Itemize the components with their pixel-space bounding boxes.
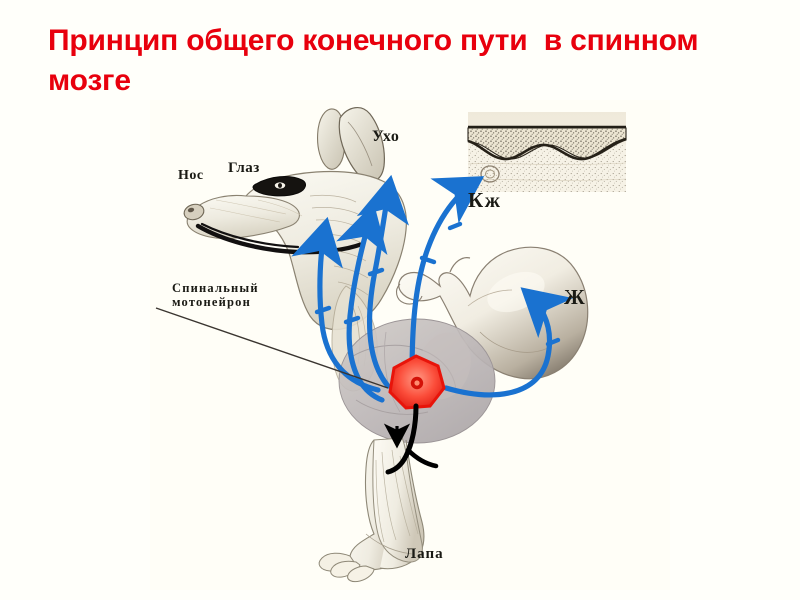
skin-section-illustration <box>467 112 627 192</box>
label-paw: Лапа <box>405 546 444 562</box>
paw-illustration <box>318 437 425 583</box>
pathway-stomach <box>443 287 574 398</box>
diagram-canvas <box>155 107 627 583</box>
pathway-eye <box>336 202 388 403</box>
pathway-nodes <box>314 221 561 347</box>
pathway-ear <box>356 174 410 389</box>
page-title: Принцип общего конечного пути в спинном … <box>48 24 707 97</box>
label-ear: Ухо <box>372 128 400 145</box>
pathway-nose <box>291 216 381 393</box>
label-stomach: Ж <box>564 285 586 309</box>
label-nose: Нос <box>178 168 204 183</box>
efferent-axon <box>383 403 439 475</box>
pathway-skin <box>409 176 485 379</box>
motoneuron-pointer-line <box>155 307 389 389</box>
label-eye: Глаз <box>228 160 260 176</box>
label-skin: Кж <box>468 188 502 212</box>
afferent-pathways <box>291 174 574 403</box>
label-spinal-motoneuron: Спинальный мотонейрон <box>172 281 259 309</box>
diagram-figure: Нос Глаз Ухо Кж Ж Спинальный мотонейрон … <box>150 100 670 590</box>
